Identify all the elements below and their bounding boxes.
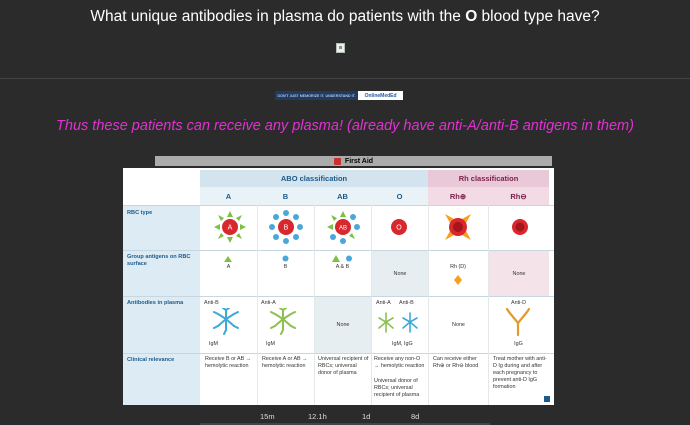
antibody-ab-none: None bbox=[315, 297, 371, 353]
blood-type-table-image[interactable]: ABO classification Rh classification A B… bbox=[123, 168, 554, 405]
rbc-b-icon: B bbox=[269, 210, 303, 244]
clinical-b: Receive A or AB → hemolytic reaction bbox=[262, 356, 308, 369]
clinical-rh-positive: Can receive either Rh⊕ or Rh⊖ blood bbox=[433, 356, 479, 369]
clinical-rh-negative: Treat mother with anti-D Ig during and a… bbox=[493, 356, 547, 390]
expand-image-icon[interactable] bbox=[544, 396, 550, 402]
antigen-rh-positive: Rh (D) bbox=[450, 264, 466, 270]
antigen-ab-marker-icon bbox=[332, 255, 352, 262]
antibody-b-type: IgM bbox=[266, 341, 275, 347]
row-divider bbox=[123, 353, 554, 354]
divider bbox=[0, 78, 690, 79]
question-text: What unique antibodies in plasma do pati… bbox=[90, 8, 466, 25]
clinical-a: Receive B or AB → hemolytic reaction bbox=[205, 356, 252, 369]
antigen-rh-marker-icon bbox=[454, 275, 462, 285]
svg-text:O: O bbox=[396, 225, 402, 232]
svg-text:A: A bbox=[228, 225, 233, 232]
answer-note: Thus these patients can receive any plas… bbox=[56, 118, 634, 134]
row-label-antibodies: Antibodies in plasma bbox=[127, 300, 184, 306]
timeline-last[interactable]: 8d bbox=[411, 412, 420, 421]
col-header-ab: AB bbox=[314, 187, 371, 205]
rbc-o-icon: O bbox=[391, 219, 407, 235]
banner-tagline: DON'T JUST MEMORIZE IT. UNDERSTAND IT. bbox=[275, 91, 359, 100]
antibody-rh-positive-none: None bbox=[429, 297, 488, 353]
clinical-o-1: Receive any non-O → hemolytic reaction bbox=[374, 356, 425, 369]
question-text-end: blood type have? bbox=[477, 8, 600, 25]
first-aid-label: First Aid bbox=[344, 157, 374, 165]
rbc-rh-negative-icon bbox=[512, 219, 528, 235]
row-label-column bbox=[123, 205, 200, 405]
clinical-o-2: Universal donor of RBCs; universal recip… bbox=[374, 378, 420, 398]
antigen-b-marker-icon bbox=[282, 255, 289, 262]
antibody-o-name-2: Anti-B bbox=[399, 300, 414, 306]
antibody-a-type: IgM bbox=[209, 341, 218, 347]
antigen-b: B bbox=[283, 264, 288, 270]
row-divider bbox=[123, 205, 554, 206]
rbc-rh-positive-icon bbox=[445, 214, 471, 240]
timeline-first[interactable]: 1d bbox=[362, 412, 371, 421]
rbc-a-icon: A bbox=[214, 211, 246, 243]
igm-anti-a-icon bbox=[270, 308, 296, 335]
antibody-a-name: Anti-B bbox=[204, 300, 219, 306]
first-aid-logo-icon bbox=[333, 157, 341, 165]
timeline-bar bbox=[200, 423, 490, 425]
col-divider bbox=[257, 205, 258, 405]
col-header-a: A bbox=[200, 187, 257, 205]
svg-text:AB: AB bbox=[339, 226, 347, 232]
clinical-ab: Universal recipient of RBCs; universal d… bbox=[318, 356, 369, 376]
onlinemeded-banner[interactable]: DON'T JUST MEMORIZE IT. UNDERSTAND IT. O… bbox=[275, 91, 403, 100]
svg-text:B: B bbox=[284, 225, 289, 232]
igm-igg-anti-a-anti-b-icon bbox=[378, 312, 418, 333]
rbc-ab-icon: AB bbox=[327, 211, 360, 244]
abo-header: ABO classification bbox=[200, 170, 428, 187]
row-label-rbc-type: RBC type bbox=[127, 210, 153, 216]
topic-timeline: 15m 12.1h 1d 8d bbox=[0, 412, 690, 425]
row-label-clinical: Clinical relevance bbox=[127, 357, 175, 363]
antibody-rh-negative-name: Anti-D bbox=[511, 300, 526, 306]
antigen-a-marker-icon bbox=[224, 256, 232, 262]
row-label-antigens: Group antigens on RBC surface bbox=[127, 254, 191, 268]
col-header-rh-neg: Rh⊖ bbox=[488, 187, 549, 205]
igg-anti-d-icon bbox=[506, 308, 530, 336]
rh-header: Rh classification bbox=[428, 170, 549, 187]
antigen-a: A bbox=[226, 264, 231, 270]
igm-anti-b-icon bbox=[213, 308, 239, 335]
antibody-o-type: IgM, IgG bbox=[392, 341, 413, 347]
antibody-o-name-1: Anti-A bbox=[376, 300, 391, 306]
first-aid-tab[interactable]: First Aid bbox=[155, 156, 552, 166]
row-divider bbox=[123, 296, 554, 297]
col-divider bbox=[371, 205, 372, 405]
question-blood-type: O bbox=[465, 8, 478, 25]
antigen-o-none: None bbox=[372, 251, 428, 296]
col-header-b: B bbox=[257, 187, 314, 205]
col-divider bbox=[488, 205, 489, 405]
banner-brand: OnlineMedEd bbox=[364, 92, 397, 99]
antigen-rh-negative-none: None bbox=[489, 251, 549, 296]
col-header-o: O bbox=[371, 187, 428, 205]
row-divider bbox=[123, 250, 554, 251]
antibody-rh-negative-type: IgG bbox=[514, 341, 523, 347]
col-divider bbox=[428, 205, 429, 405]
col-divider bbox=[314, 205, 315, 405]
post-question: What unique antibodies in plasma do pati… bbox=[0, 8, 690, 26]
timeline-created[interactable]: 15m bbox=[260, 412, 275, 421]
antigen-ab: A & B bbox=[335, 264, 350, 270]
timeline-last-reply[interactable]: 12.1h bbox=[308, 412, 327, 421]
col-header-rh-pos: Rh⊕ bbox=[428, 187, 488, 205]
broken-image-icon[interactable] bbox=[336, 43, 345, 53]
antibody-b-name: Anti-A bbox=[261, 300, 276, 306]
